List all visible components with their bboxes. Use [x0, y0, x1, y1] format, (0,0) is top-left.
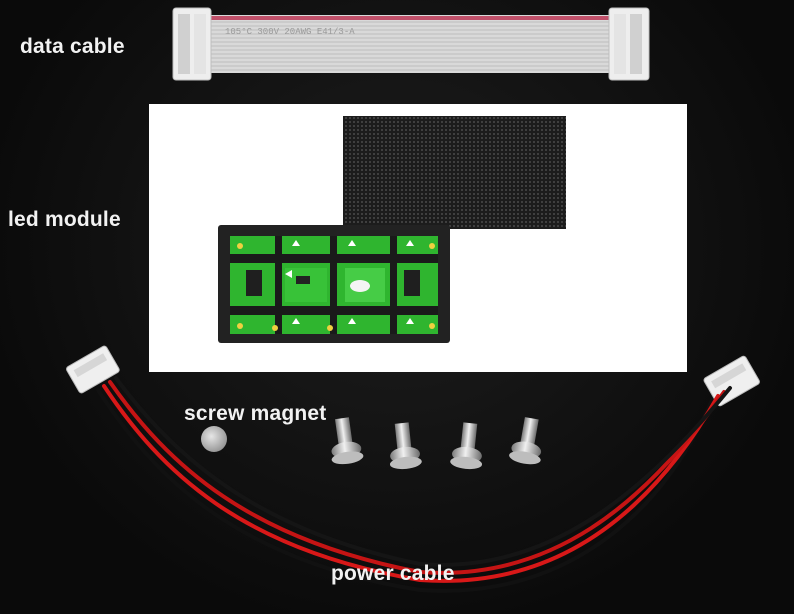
led-module	[149, 104, 687, 372]
power-connector-right	[703, 355, 760, 407]
power-cable	[66, 345, 760, 593]
screw-magnet-4	[509, 417, 542, 465]
data-cable-label: data cable	[20, 35, 125, 58]
ribbon-cable	[200, 15, 620, 73]
wire-red-2	[108, 380, 726, 575]
magnet-disc	[201, 426, 227, 452]
screw-magnet-1	[331, 417, 364, 465]
ribbon-print: 105°C 300V 20AWG E41/3-A	[225, 27, 355, 37]
ribbon-red-stripe	[200, 16, 620, 20]
screw-magnets	[201, 417, 542, 470]
wire-red-1	[102, 384, 720, 583]
ribbon-connector-right	[608, 7, 650, 81]
data-cable: 105°C 300V 20AWG E41/3-A	[172, 7, 650, 81]
led-module-back	[218, 225, 450, 343]
ribbon-grooves	[200, 21, 620, 71]
power-connector-left	[66, 345, 120, 394]
wire-black-1	[96, 388, 714, 593]
screw-magnet-label: screw magnet	[184, 402, 327, 425]
ribbon-connector-left	[172, 7, 212, 81]
led-matrix-front	[343, 116, 566, 229]
power-cable-label: power cable	[331, 562, 455, 585]
screw-magnet-2	[389, 422, 422, 470]
led-module-label: led module	[8, 208, 121, 231]
wire-black-2	[114, 376, 732, 567]
screw-magnet-3	[450, 422, 483, 470]
